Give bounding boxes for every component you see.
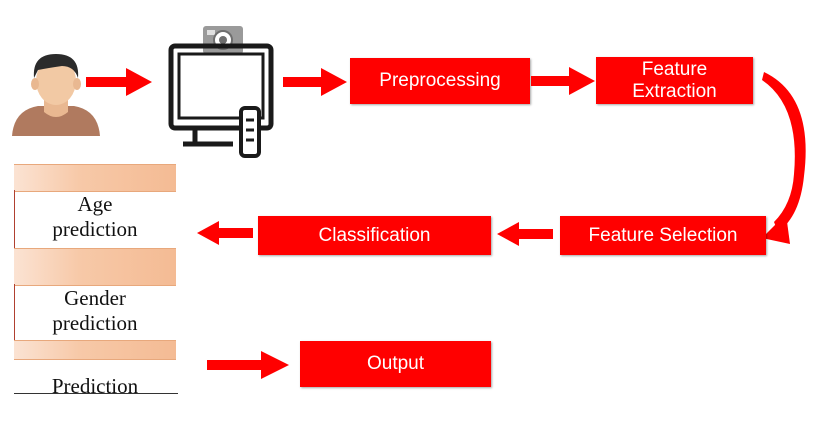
arrow-computer-to-preprocessing bbox=[283, 68, 347, 96]
stack-band-middle bbox=[14, 248, 176, 286]
preprocessing-box: Preprocessing bbox=[350, 58, 530, 104]
output-box: Output bbox=[300, 341, 491, 387]
stack-band-bottom bbox=[14, 340, 176, 360]
classification-box: Classification bbox=[258, 216, 491, 255]
feature-extraction-label: Feature Extraction bbox=[632, 58, 717, 102]
preprocessing-label: Preprocessing bbox=[379, 70, 501, 92]
feature-selection-label: Feature Selection bbox=[588, 224, 738, 246]
stack-baseline bbox=[14, 393, 178, 394]
arrow-classification-to-predictions bbox=[197, 221, 253, 245]
stack-line-2 bbox=[14, 284, 15, 340]
arrow-predictions-to-output bbox=[207, 351, 289, 379]
age-prediction-label: Age prediction bbox=[52, 192, 138, 242]
prediction-label: Prediction bbox=[51, 374, 139, 398]
gender-prediction-label: Gender prediction bbox=[52, 286, 138, 336]
classification-label: Classification bbox=[318, 224, 431, 246]
monitor-camera-icon bbox=[155, 18, 285, 164]
arrow-preprocessing-to-extraction bbox=[531, 67, 595, 95]
stack-line-1 bbox=[14, 190, 15, 248]
arrow-selection-to-classification bbox=[497, 222, 553, 246]
curved-arrow-extraction-to-selection bbox=[762, 72, 806, 244]
feature-extraction-box: Feature Extraction bbox=[596, 57, 753, 104]
output-label: Output bbox=[366, 353, 425, 375]
person-icon bbox=[12, 54, 100, 136]
stack-band-top bbox=[14, 164, 176, 192]
arrow-person-to-computer bbox=[86, 68, 152, 96]
feature-selection-box: Feature Selection bbox=[560, 216, 766, 255]
